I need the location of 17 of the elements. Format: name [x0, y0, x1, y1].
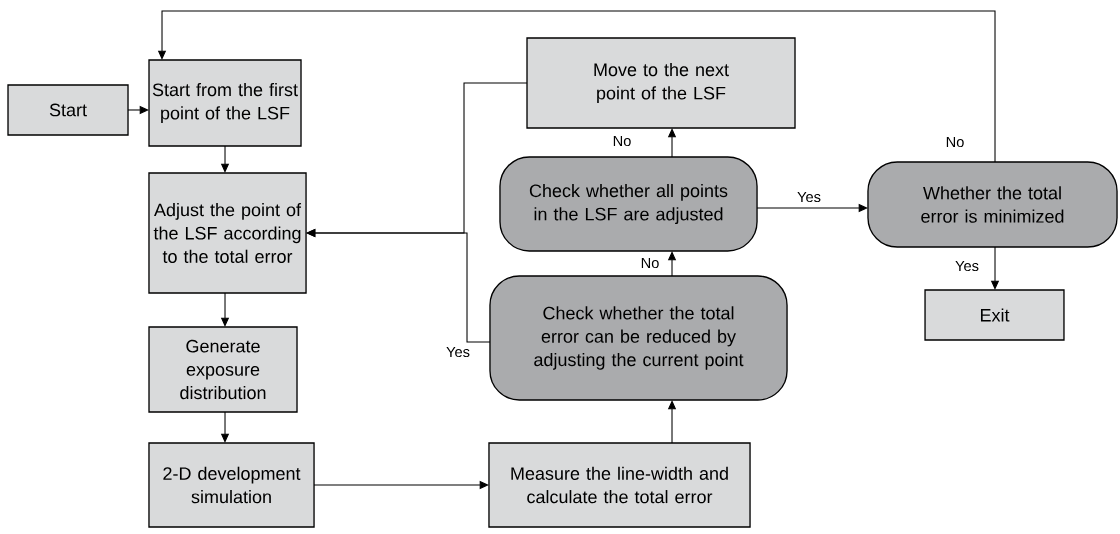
process-box: 2-D development simulation	[148, 442, 315, 528]
process-box: Generate exposure distribution	[148, 326, 298, 413]
edge-label: Yes	[953, 259, 981, 273]
decision-box: Check whether all points in the LSF are adjusted	[499, 156, 758, 252]
decision-box: Check whether the total error can be reduced by adjusting the current point	[489, 275, 788, 401]
process-box: Move to the next point of the LSF	[526, 37, 796, 129]
edge-label: No	[944, 135, 966, 149]
edge-label: Yes	[444, 345, 472, 359]
edge-label: Yes	[795, 190, 823, 204]
process-box: Start from the first point of the LSF	[148, 59, 302, 147]
process-box: Exit	[924, 289, 1065, 341]
decision-box: Whether the total error is minimized	[867, 161, 1118, 248]
process-box: Measure the line-width and calculate the total error	[488, 442, 751, 528]
edge-label: No	[611, 134, 633, 148]
process-box: Adjust the point of the LSF according to the total error	[148, 172, 307, 294]
process-box: Start	[7, 84, 129, 136]
edge-label: No	[639, 256, 661, 270]
